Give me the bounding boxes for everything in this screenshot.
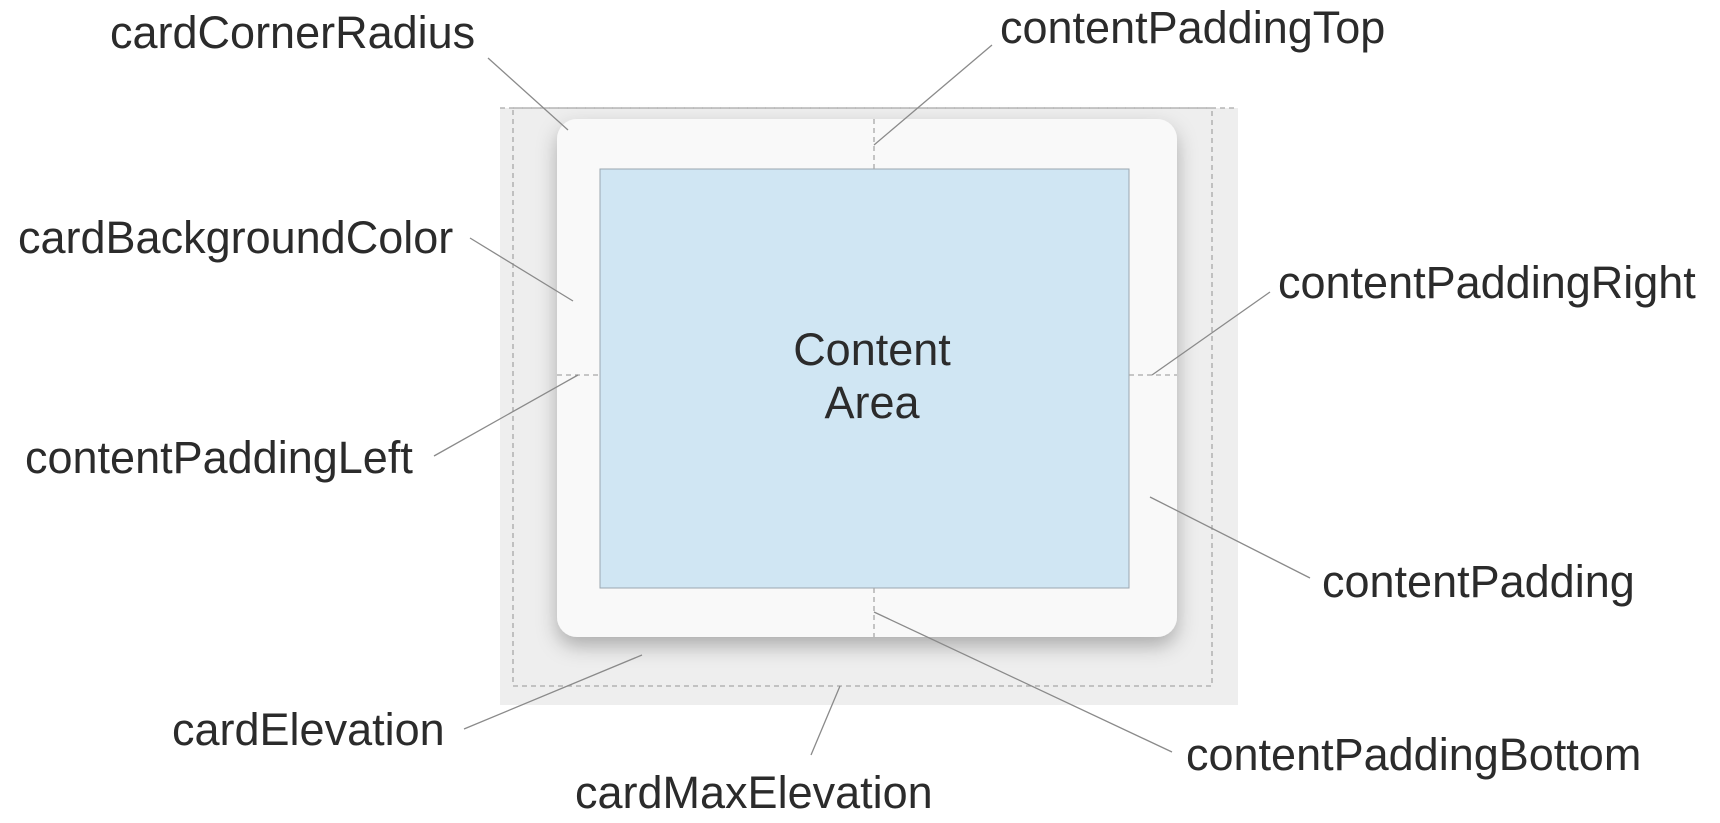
leader-content-padding-top (873, 44, 993, 146)
label-card-max-elevation: cardMaxElevation (575, 767, 933, 818)
leader-content-padding-right (1151, 291, 1271, 376)
label-content-padding-right: contentPaddingRight (1278, 257, 1696, 308)
leader-content-padding-bottom (873, 611, 1173, 753)
content-area (599, 168, 1130, 589)
label-card-corner-radius: cardCornerRadius (110, 7, 475, 58)
label-content-padding-bottom: contentPaddingBottom (1186, 729, 1641, 780)
label-card-background-color: cardBackgroundColor (18, 212, 453, 263)
label-content-padding-left: contentPaddingLeft (25, 432, 413, 483)
label-card-elevation: cardElevation (172, 704, 445, 755)
label-content-padding: contentPadding (1322, 556, 1635, 607)
leader-card-max-elevation (810, 685, 841, 756)
leader-card-corner-radius (487, 57, 569, 131)
content-area-title-line2: Area (824, 377, 920, 428)
leader-card-background-color (469, 237, 574, 302)
leader-content-padding-left (433, 374, 579, 457)
content-area-title-line1: Content (793, 324, 951, 375)
label-content-padding-top: contentPaddingTop (1000, 2, 1385, 53)
leader-content-padding (1149, 496, 1311, 579)
leader-card-elevation (463, 654, 643, 730)
